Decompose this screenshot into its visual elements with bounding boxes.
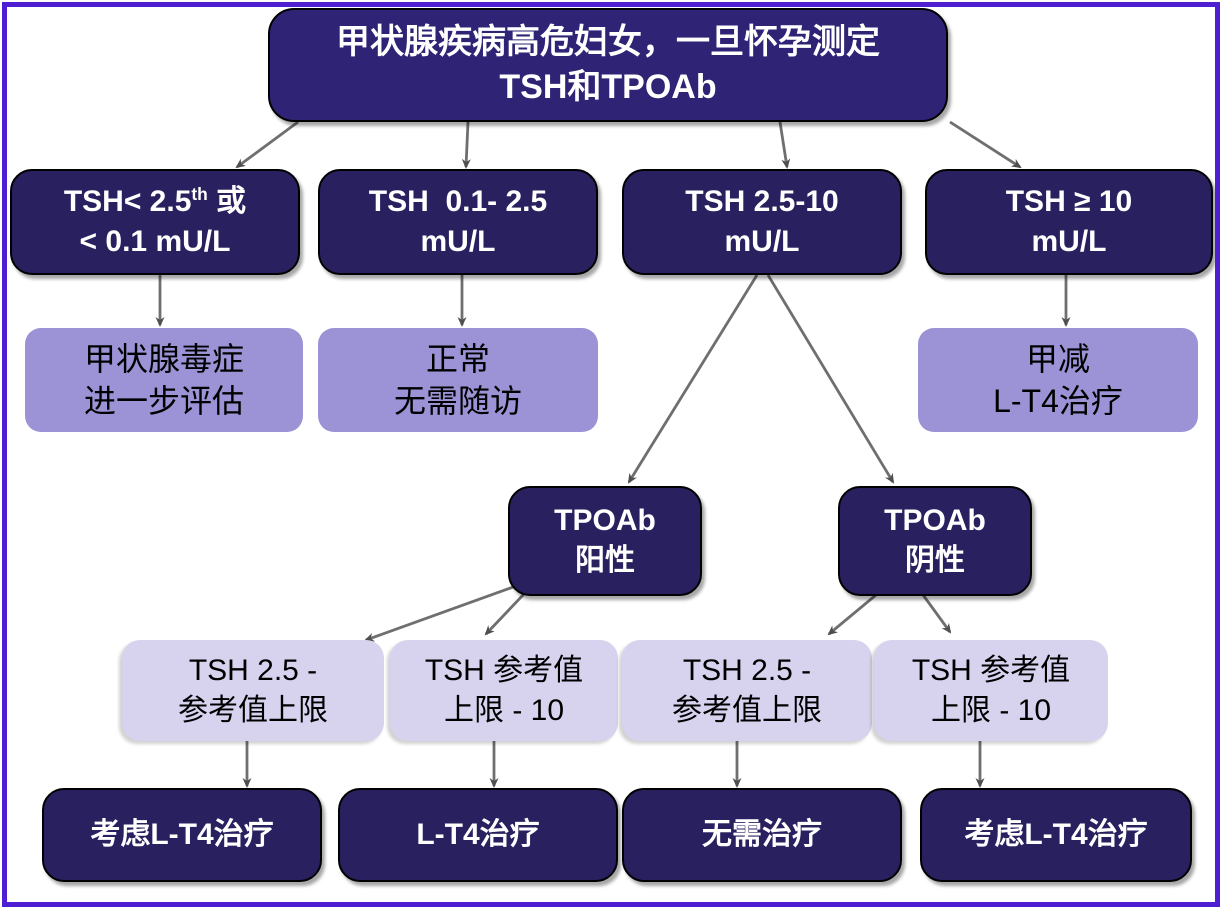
node-text: 上限 - 10 (443, 693, 565, 727)
node-tsh-low: TSH< 2.5th 或 < 0.1 mU/L (10, 169, 300, 275)
edge-top-to-tsh-low (235, 120, 299, 169)
node-pos-tsh-25-ref: TSH 2.5 - 参考值上限 (122, 640, 384, 741)
node-text: TPOAb (884, 504, 986, 538)
node-text: 阳性 (575, 544, 635, 577)
node-text: mU/L (420, 225, 496, 258)
node-text: TSH 0.1- 2.5 (368, 185, 548, 219)
edge-top-to-tsh-high (949, 120, 1022, 169)
node-text: L-T4治疗 (993, 383, 1123, 419)
edge-top-to-tsh-normal (461, 121, 471, 169)
node-text: 甲状腺疾病高危妇女，一旦怀孕测定 (336, 23, 880, 62)
superscript-th: th (191, 184, 208, 205)
node-text: TPOAb (554, 504, 656, 538)
edge-tpoab-pos-to-pos-tsh-ref-10 (484, 593, 526, 636)
node-text: 考虑L-T4治疗 (964, 818, 1148, 852)
node-text: TSH< 2.5th 或 (63, 184, 247, 219)
node-consider-lt4-right: 考虑L-T4治疗 (920, 788, 1192, 882)
node-thyrotoxicosis: 甲状腺毒症 进一步评估 (25, 328, 303, 432)
node-no-treatment: 无需治疗 (622, 788, 902, 882)
node-tsh-mid: TSH 2.5-10 mU/L (622, 169, 902, 275)
node-tpoab-positive: TPOAb 阳性 (508, 486, 702, 596)
node-text: 上限 - 10 (930, 693, 1052, 727)
node-tsh-high: TSH ≥ 10 mU/L (925, 169, 1213, 275)
node-text: 无需治疗 (702, 818, 822, 852)
node-text: TSH 参考值 (911, 653, 1071, 687)
node-text: mU/L (724, 225, 800, 258)
node-text: TSH ≥ 10 (1005, 185, 1133, 219)
node-text: TSH和TPOAb (499, 68, 717, 106)
node-lt4-treatment: L-T4治疗 (338, 788, 618, 882)
node-text: L-T4治疗 (416, 818, 540, 852)
node-text: TSH 2.5-10 (685, 185, 839, 219)
node-hypothyroid: 甲减 L-T4治疗 (918, 328, 1198, 432)
edge-top-to-tsh-mid (778, 121, 791, 169)
node-text: TSH 参考值 (424, 653, 584, 687)
node-text: 甲状腺毒症 (83, 340, 244, 377)
node-text: 参考值上限 (178, 693, 328, 727)
node-text: TSH 2.5 - (682, 653, 812, 687)
node-neg-tsh-25-ref: TSH 2.5 - 参考值上限 (622, 640, 872, 741)
node-text: TSH 2.5 - (188, 653, 318, 687)
node-text: 阴性 (905, 544, 965, 577)
node-text: < 0.1 mU/L (79, 225, 231, 258)
node-text: 考虑L-T4治疗 (90, 818, 274, 852)
node-text: 正常 (425, 340, 490, 377)
node-text: 进一步评估 (83, 383, 244, 419)
node-text: 无需随访 (393, 383, 522, 419)
edge-tpoab-pos-to-pos-tsh-25-ref (364, 584, 517, 642)
node-tsh-normal: TSH 0.1- 2.5 mU/L (318, 169, 598, 275)
node-high-risk-women: 甲状腺疾病高危妇女，一旦怀孕测定 TSH和TPOAb (268, 8, 948, 122)
node-text: 甲减 (1025, 340, 1090, 377)
node-tpoab-negative: TPOAb 阴性 (838, 486, 1032, 596)
node-text: mU/L (1031, 225, 1107, 258)
node-neg-tsh-ref-10: TSH 参考值 上限 - 10 (874, 640, 1108, 741)
edge-tsh-mid-to-tpoab-pos (627, 274, 759, 484)
edge-tsh-mid-to-tpoab-neg (766, 274, 895, 484)
node-text: 参考值上限 (672, 693, 822, 727)
node-consider-lt4-left: 考虑L-T4治疗 (42, 788, 322, 882)
node-pos-tsh-ref-10: TSH 参考值 上限 - 10 (390, 640, 618, 741)
node-normal-followup: 正常 无需随访 (318, 328, 598, 432)
